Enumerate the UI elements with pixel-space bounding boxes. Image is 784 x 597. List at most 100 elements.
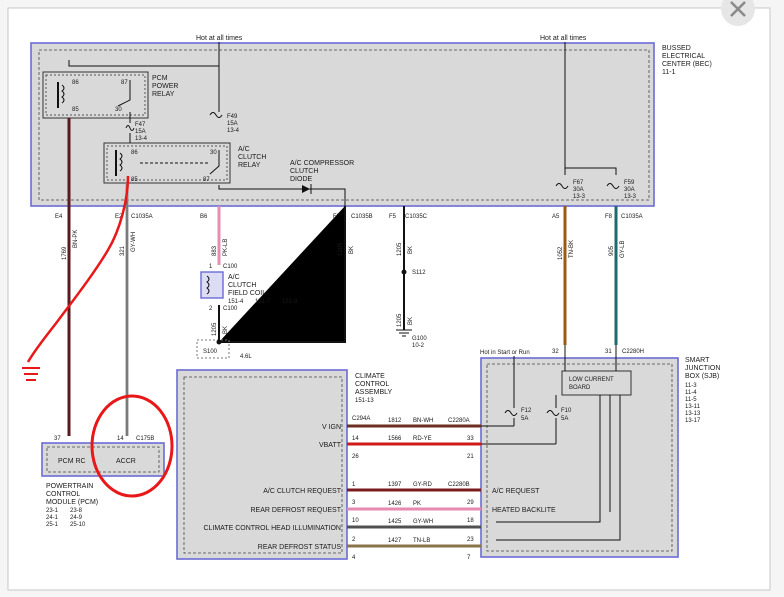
wire-label-1769: 1769 [62,246,68,260]
sjb-pin-23: 23 [467,537,474,543]
wire-label-1205b: 1205 [397,242,403,256]
fuse-f67-amp: 30A [573,187,584,193]
field-coil-ref-3: 151-9 [282,299,298,305]
diode-label: A/C COMPRESSOR [290,160,354,167]
ac-relay-label-3: RELAY [238,162,261,169]
wire-color-7: BK [223,326,229,334]
cca-pin-3: 3 [352,500,356,506]
conn-f8b: F8 [605,214,613,220]
conn-c1035a: C1035A [131,214,153,220]
conn-e4: E4 [55,214,63,220]
s100-variant: 4.6L [240,354,252,360]
cca-vign: V IGN [322,424,341,431]
pcm-label: POWERTRAIN [46,483,93,490]
pcm-relay-87: 87 [121,80,128,86]
ac-relay-label: A/C [238,146,250,153]
splice-s100 [196,339,230,359]
diode-wire [218,185,346,210]
wire-label-1052: 1052 [558,246,564,260]
field-coil-ref-1: 151-4 [228,299,244,305]
c100-pin1: 1 [209,264,213,270]
ac-relay-87: 87 [203,177,210,183]
ground-g100 [396,329,412,337]
fuse-f67: F67 [573,180,584,186]
sjb-ref-5: 13-13 [685,411,701,417]
fuse-f47-ref: 13-4 [135,136,148,142]
fuse-f10: F10 [561,408,572,414]
pcm-relay-label-2: POWER [152,83,178,90]
wire-1205-a [219,206,346,343]
pcm-relay-contact [117,80,131,107]
sjb-ref-1: 11-3 [685,383,697,389]
close-button[interactable] [721,0,755,26]
wire-color-3: PK-LB [223,239,229,256]
cca-illumination: CLIMATE CONTROL HEAD ILLUMINATION [203,525,341,532]
bus-label-1426: 1426 [388,501,402,507]
hot-label-1: Hot at all times [196,35,243,42]
pcm-relay-86: 86 [72,80,79,86]
fuse-f59-ref: 13-3 [624,194,637,200]
cca-pin-26: 26 [352,454,359,460]
cca-pin-10: 10 [352,518,359,524]
diode-symbol [302,185,310,193]
sjb-pin-31: 31 [605,349,612,355]
conn-f5: F5 [389,214,397,220]
bec-label-2: ELECTRICAL [662,53,705,60]
conn-c2280h: C2280H [622,349,644,355]
field-coil-label-3: FIELD COIL [228,290,266,297]
sjb-pin-21: 21 [467,454,474,460]
field-coil-label-2: CLUTCH [228,282,256,289]
field-coil [200,271,224,299]
ac-relay-30: 30 [210,150,217,156]
sjb-ref-3: 11-5 [685,397,697,403]
bus-color-6: TN-LB [413,538,430,544]
pcm-relay-30: 30 [115,107,122,113]
bus-label-1427: 1427 [388,538,402,544]
pcm-ref-5: 25-1 [46,522,59,528]
sjb-ref-4: 13-11 [685,404,701,410]
c100-pin2: 2 [209,306,213,312]
hot-label-2: Hot at all times [540,35,587,42]
wire-label-883: 883 [212,245,218,256]
conn-c100b: C100 [223,306,238,312]
conn-c175b: C175B [136,436,154,442]
wire-label-321: 321 [120,245,126,256]
ac-relay-label-2: CLUTCH [238,154,266,161]
conn-b6: B6 [200,214,208,220]
fuse-f47: F47 [135,122,146,128]
sjb-ref-2: 11-4 [685,390,697,396]
bec-inner [38,49,650,201]
pcm-label-3: MODULE (PCM) [46,499,98,506]
cca-rear-defrost-status: REAR DEFROST STATUS [258,544,342,551]
sjb-pin-33: 33 [467,436,474,442]
fuse-f12-amp: 5A [521,416,528,422]
ac-relay-85: 85 [131,177,138,183]
fuse-f10-amp: 5A [561,416,568,422]
conn-a5: A5 [552,214,560,220]
sjb-label-3: BOX (SJB) [685,373,719,380]
pcm-pin-37: 37 [54,436,61,442]
bus-label-1397: 1397 [388,482,402,488]
fuse-f59: F59 [624,180,635,186]
cca-label: CLIMATE [355,373,385,380]
markup-accr-circle [90,394,174,498]
feed-wire-2 [68,60,219,67]
ac-relay-86: 86 [131,150,138,156]
sjb-heated-backlite: HEATED BACKLITE [492,507,556,514]
pcm-ref-6: 25-10 [70,522,86,528]
bus-label-1566: 1566 [388,436,402,442]
pcm-pin-14: 14 [117,436,124,442]
sjb-pin-7: 7 [467,555,471,561]
bec-label-3: CENTER (BEC) [662,61,712,68]
lcb-label-2: BOARD [569,385,591,391]
sjb-ref-6: 13-17 [685,418,701,424]
wire-color-5: BK [408,246,414,254]
bus-label-1812: 1812 [388,418,402,424]
fuse-f59-amp: 30A [624,187,635,193]
bus-color-2: RD-YE [413,436,432,442]
bec-label-4: 11-1 [662,69,676,76]
close-icon [730,1,746,17]
bus-color-3: GY-RD [413,482,432,488]
pcm-ref-1: 23-1 [46,508,59,514]
